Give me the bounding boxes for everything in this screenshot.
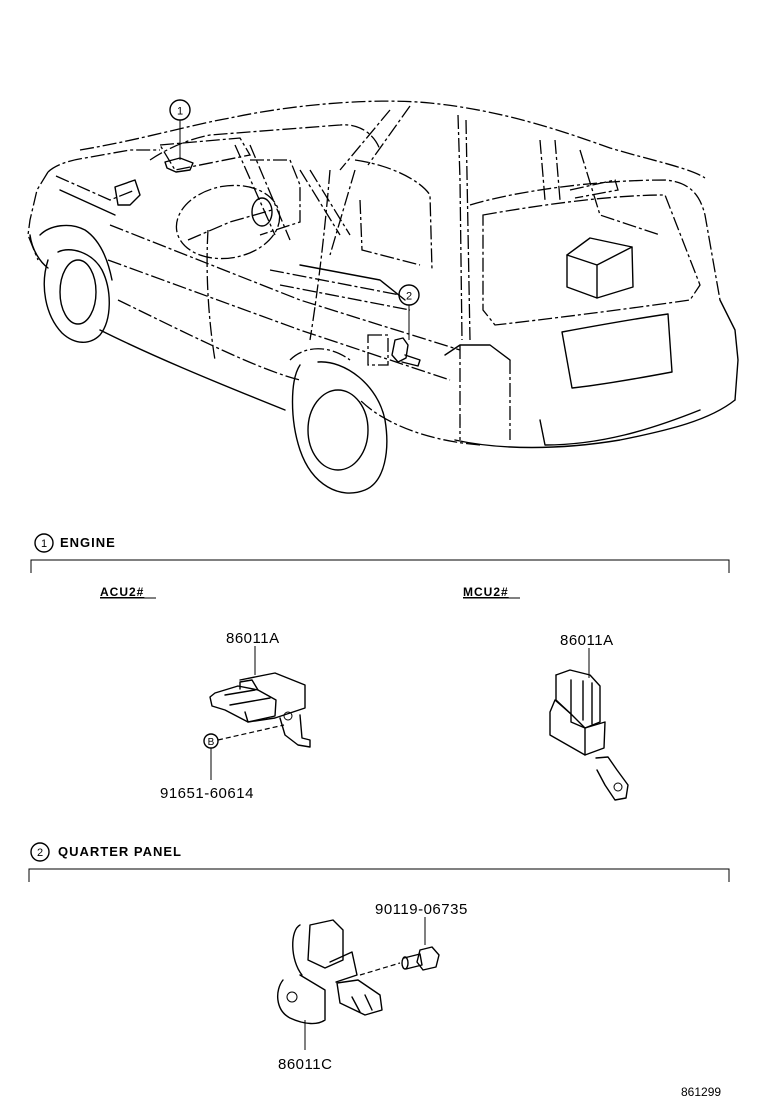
section-1-number: 1: [41, 538, 47, 550]
part-86011a-acu: 86011A: [226, 630, 280, 647]
section-2-number: 2: [37, 847, 43, 859]
part-86011c: 86011C: [278, 1056, 332, 1073]
callout-2[interactable]: 2: [398, 284, 420, 340]
callout-2-label: 2: [406, 291, 412, 303]
section-quarter-panel: 2 QUARTER PANEL 90119-06735 86011C: [28, 842, 730, 1073]
section-1-title: ENGINE: [60, 535, 116, 550]
section-2-title: QUARTER PANEL: [58, 844, 182, 859]
callout-1[interactable]: 1: [169, 99, 191, 160]
vehicle-illustration: [27, 100, 739, 494]
part-90119-06735: 90119-06735: [375, 901, 468, 918]
section-engine: 1 ENGINE ACU2# MCU2# 86011A B 91651-6061…: [30, 533, 730, 802]
callout-1-label: 1: [177, 106, 183, 118]
model-mcu2: MCU2#: [463, 585, 509, 599]
sensor-86011c-illustration: [277, 919, 383, 1025]
sensor-86011a-mcu-illustration: [549, 669, 629, 801]
model-acu2: ACU2#: [100, 585, 144, 599]
bolt-90119-06735-illustration: [401, 946, 440, 971]
part-86011a-mcu: 86011A: [560, 632, 614, 649]
part-91651-60614: 91651-60614: [160, 785, 254, 802]
bolt-marker-b: B: [208, 737, 215, 748]
illustration-code: 861299: [681, 1085, 721, 1099]
sensor-86011a-acu-illustration: [209, 672, 311, 748]
